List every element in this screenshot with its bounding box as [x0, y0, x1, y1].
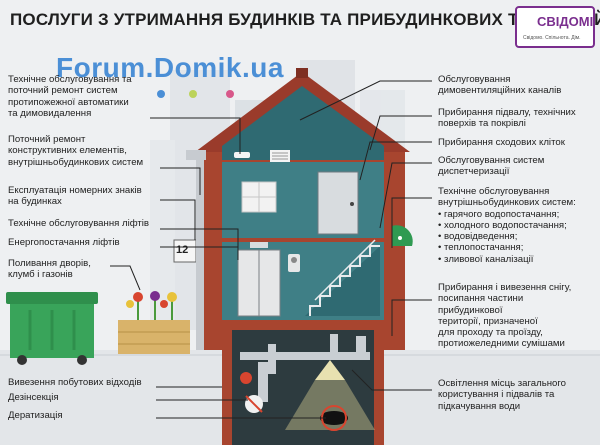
label-waste-removal: Вивезення побутових відходів	[8, 377, 142, 388]
stairs	[305, 239, 380, 316]
meter-icon	[240, 362, 268, 402]
label-dispatch-systems: Обслуговування систем диспетчеризації	[438, 155, 545, 178]
watermark: Forum.Domik.ua	[56, 52, 284, 83]
brand-logo[interactable]: СВІДОМІ Свідомо. Спільнота. Дім.	[515, 6, 595, 48]
label-internal-systems: Технічне обслуговування внутрішньобудинк…	[438, 186, 576, 265]
label-house-number-signs: Експлуатація номерних знаків на будинках	[8, 185, 142, 208]
label-snow-removal: Прибирання і вивезення снігу, посипання …	[438, 282, 572, 350]
drainpipe	[196, 160, 204, 350]
smoke-detector-icon	[234, 152, 250, 158]
flower-box-icon	[118, 291, 190, 354]
satellite-dish-icon	[392, 225, 413, 246]
label-stairwell-cleaning: Прибирання сходових кліток	[438, 137, 565, 148]
header	[0, 0, 600, 62]
attic	[222, 146, 384, 160]
house-number: 12	[176, 244, 189, 256]
label-disinsection: Дезінсекція	[8, 392, 59, 403]
label-elevator-power: Енергопостачання ліфтів	[8, 237, 120, 248]
label-deratization: Дератизація	[8, 410, 63, 421]
label-elevator-maintenance: Технічне обслуговування ліфтів	[8, 218, 150, 229]
label-fire-safety: Технічне обслуговування та поточний ремо…	[8, 74, 132, 119]
page-title: ПОСЛУГИ З УТРИМАННЯ БУДИНКІВ ТА ПРИБУДИН…	[10, 10, 600, 29]
basement	[232, 330, 374, 445]
insect-icon	[245, 395, 263, 413]
logo-subtitle: Свідомо. Спільнота. Дім.	[523, 35, 581, 41]
pipe-icon	[240, 334, 370, 374]
intercom-icon	[288, 254, 300, 272]
label-structural-repair: Поточний ремонт конструктивних елементів…	[8, 134, 144, 168]
elevator-icon	[237, 242, 281, 317]
leader-lines	[110, 80, 432, 419]
label-basement-cleaning: Прибирання підвалу, технічних поверхів т…	[438, 107, 576, 130]
label-lighting: Освітлення місць загального користування…	[438, 378, 566, 412]
vent-grille-icon	[270, 150, 290, 162]
trash-bin-icon	[6, 292, 98, 365]
label-ventilation: Обслуговування димовентиляційних каналів	[438, 74, 562, 97]
label-watering: Поливання дворів, клумб і газонів	[8, 258, 91, 281]
logo-text: СВІДОМІ	[537, 14, 594, 29]
